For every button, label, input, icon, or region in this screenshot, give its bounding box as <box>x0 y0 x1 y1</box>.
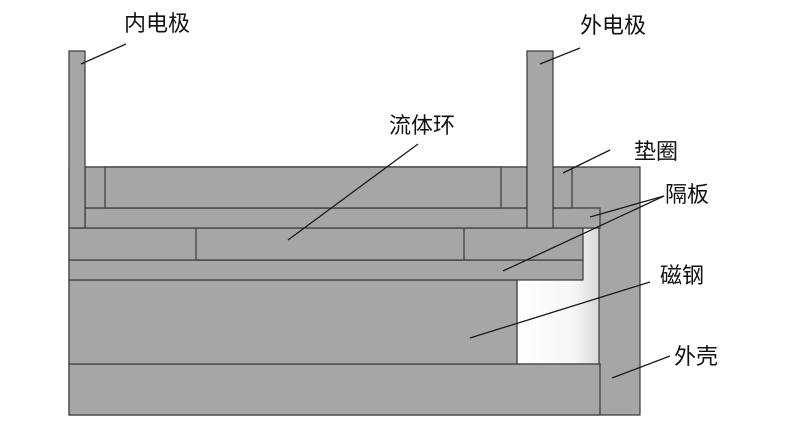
label-inner-electrode: 内电极 <box>124 12 190 37</box>
leader-inner-electrode <box>80 43 127 65</box>
label-separator: 隔板 <box>665 183 709 208</box>
upper-chamber-inner <box>104 166 502 209</box>
leader-shell <box>611 355 671 379</box>
fluid-ring-core <box>195 227 465 261</box>
leader-outer-electrode <box>539 47 581 65</box>
inner-electrode <box>68 50 86 229</box>
leader-gasket <box>562 149 611 174</box>
label-magnet: 磁钢 <box>660 264 704 289</box>
leader-fluid-ring <box>287 143 419 241</box>
shell-floor <box>68 363 601 416</box>
label-outer-electrode: 外电极 <box>580 14 646 39</box>
outer-electrode <box>526 50 554 229</box>
label-gasket: 垫圈 <box>634 140 678 165</box>
magnet-block <box>68 279 518 365</box>
label-shell: 外壳 <box>674 345 718 370</box>
leader-separator-b <box>502 195 665 272</box>
gasket-block <box>552 166 573 209</box>
label-fluid-ring: 流体环 <box>389 114 455 139</box>
upper-separator-plate <box>84 207 601 229</box>
leader-separator-a <box>589 195 665 218</box>
leader-magnet <box>469 281 651 339</box>
